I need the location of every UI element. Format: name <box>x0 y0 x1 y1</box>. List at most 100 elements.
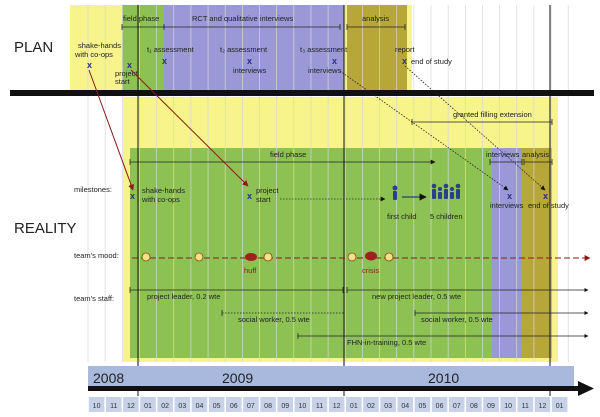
month-cell <box>397 397 414 412</box>
plan-project-start-label: project <box>115 69 138 78</box>
month-cell <box>380 397 396 412</box>
plan-shake-hands-marker: x <box>87 60 92 70</box>
reality-analysis-block <box>522 148 552 358</box>
staff-fhn-label: FHN-in-training, 0.5 wte <box>347 338 426 347</box>
month-cell <box>243 397 259 412</box>
month-cell <box>483 397 499 412</box>
month-cell <box>466 397 482 412</box>
reality-interviews-milestone-label: interviews <box>490 201 524 210</box>
plan-interviews-label-a: interviews <box>233 66 267 75</box>
month-cell <box>431 397 448 412</box>
month-label: 01 <box>556 403 564 410</box>
month-label: 10 <box>93 403 101 410</box>
month-label: 05 <box>213 403 221 410</box>
year-label-2008: 2008 <box>93 370 124 386</box>
year-label-2009: 2009 <box>222 370 253 386</box>
year-band <box>88 366 574 386</box>
month-cell <box>260 397 276 412</box>
month-label: 10 <box>504 403 512 410</box>
first-child-figure <box>392 185 398 200</box>
month-label: 09 <box>281 403 289 410</box>
reality-shake-hands-label-2: with co-ops <box>141 195 180 204</box>
staff-lines <box>129 287 589 339</box>
plan-phase-brackets <box>121 24 406 30</box>
month-label: 12 <box>127 403 135 410</box>
timeline-axis-arrowhead <box>578 381 594 396</box>
plan-t2-label: t₂ assessment <box>220 45 268 54</box>
month-label: 06 <box>230 403 238 410</box>
reality-project-start-label: project <box>256 186 279 195</box>
plan-field-phase-label: field phase <box>123 14 159 23</box>
month-grid <box>87 5 569 362</box>
plan-interviews-label-b: interviews <box>308 66 342 75</box>
month-label: 06 <box>436 403 444 410</box>
row-label-staff: team's staff: <box>74 294 114 303</box>
granted-extension-label: granted filling extension <box>453 110 532 119</box>
plan-label: PLAN <box>14 39 53 56</box>
month-cell <box>105 397 122 412</box>
month-cell <box>346 397 362 412</box>
month-cell <box>123 397 139 412</box>
plan-analysis-label: analysis <box>362 14 389 23</box>
month-cell <box>311 397 328 412</box>
month-cell <box>277 397 293 412</box>
month-label: 10 <box>298 403 306 410</box>
month-cell <box>140 397 156 412</box>
staff-social-worker-2-label: social worker, 0.5 wte <box>421 315 493 324</box>
month-cell <box>157 397 173 412</box>
timeline-axis <box>88 386 580 391</box>
month-label: 01 <box>350 403 358 410</box>
five-children-label: 5 children <box>430 212 463 221</box>
month-cell <box>534 397 551 412</box>
month-label: 05 <box>419 403 427 410</box>
plan-end-of-study-label: end of study <box>411 57 452 66</box>
month-cell <box>448 397 465 412</box>
month-cell <box>328 397 345 412</box>
plan-t1-marker: x <box>162 56 167 66</box>
reality-interviews-block <box>492 148 522 358</box>
month-label: 01 <box>144 403 152 410</box>
month-label: 08 <box>470 403 478 410</box>
plan-rct-block <box>164 5 344 90</box>
reality-brackets <box>129 119 553 165</box>
reality-field-phase-label: field phase <box>270 150 306 159</box>
first-child-label: first child <box>387 212 417 221</box>
shift-arrow-end-of-study <box>404 65 546 191</box>
plan-rct-label: RCT and qualitative interviews <box>192 14 293 23</box>
month-cell <box>208 397 225 412</box>
plan-t1-label: t₁ assessment <box>147 45 195 54</box>
month-cell <box>191 397 208 412</box>
reality-shake-hands-label: shake-hands <box>142 186 185 195</box>
plan-t3-label: t₃ assessment <box>300 45 348 54</box>
staff-project-leader-label: project leader, 0.2 wte <box>147 292 220 301</box>
month-label: 12 <box>333 403 341 410</box>
mood-huff-label: huff <box>244 266 257 275</box>
staff-new-project-leader-label: new project leader, 0.5 wte <box>372 292 461 301</box>
month-cell <box>517 397 534 412</box>
mood-crisis-label: crisis <box>362 266 379 275</box>
month-label: 07 <box>247 403 255 410</box>
month-label: 03 <box>178 403 186 410</box>
plan-shake-hands-label: shake-hands <box>78 41 121 50</box>
reality-end-of-study-marker: x <box>543 191 548 201</box>
month-label: 11 <box>110 403 117 410</box>
month-cell <box>363 397 379 412</box>
reality-shake-hands-marker: x <box>130 191 135 201</box>
year-label-2010: 2010 <box>428 370 459 386</box>
month-cell <box>500 397 516 412</box>
plan-shake-hands-label-2: with co-ops <box>74 50 113 59</box>
reality-interviews-label: interviews <box>486 150 520 159</box>
reality-label: REALITY <box>14 220 77 237</box>
month-cell <box>294 397 311 412</box>
plan-t3-marker: x <box>332 56 337 66</box>
plan-reality-separator <box>10 90 594 96</box>
staff-social-worker-1-label: social worker, 0.5 wte <box>238 315 310 324</box>
mood-clouds <box>245 251 377 261</box>
month-label: 12 <box>539 403 547 410</box>
plan-report-marker: x <box>402 56 407 66</box>
month-label: 08 <box>264 403 272 410</box>
month-label: 04 <box>401 403 409 410</box>
month-label: 07 <box>453 403 461 410</box>
month-label: 02 <box>367 403 375 410</box>
